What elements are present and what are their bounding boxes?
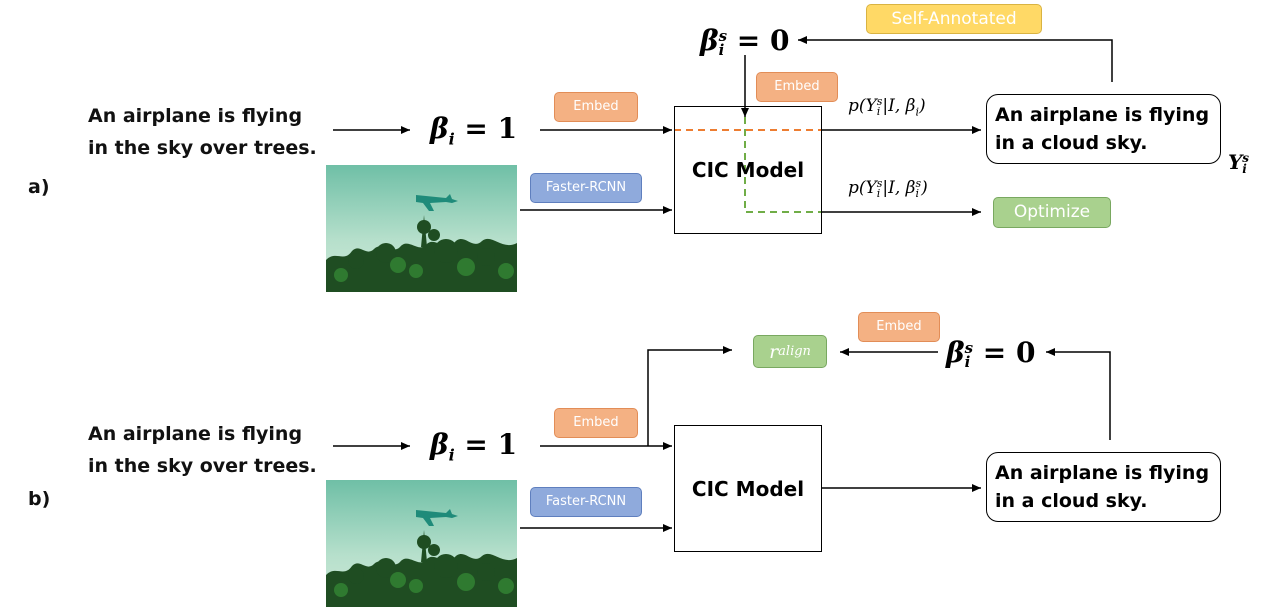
beta-s-sub: i [718, 40, 725, 59]
beta-s-symbol: β [700, 24, 719, 57]
r-align-symbol: r [769, 340, 779, 363]
prob-bottom-sup: s [876, 176, 883, 190]
beta-input-b: βi = 1 [430, 428, 517, 465]
input-caption-line1: An airplane is flying [88, 105, 303, 127]
prob-bottom-rest-sub: i [915, 186, 920, 200]
prob-top-sup: s [876, 94, 883, 108]
beta-subscript: i [448, 129, 455, 149]
beta-symbol: β [430, 428, 449, 461]
output-caption-box-b: An airplane is flying in a cloud sky. [986, 452, 1221, 522]
prob-top-rest: |I, β [882, 96, 916, 116]
beta-symbol: β [430, 112, 449, 145]
faster-rcnn-tag-a: Faster-RCNN [530, 173, 642, 203]
prob-top-close: ) [919, 96, 926, 116]
beta-s-symbol: β [946, 336, 965, 369]
prob-bottom-head: p(Y [848, 178, 877, 198]
y-sub: i [1242, 161, 1247, 176]
beta-s-value: = 0 [982, 336, 1036, 369]
airplane-over-trees-photo [326, 480, 517, 607]
embed-tag-a2: Embed [756, 72, 838, 102]
beta-s-sub: i [964, 352, 971, 371]
arrow-output-to-beta-s-a [798, 36, 1113, 82]
beta-s-sup: s [964, 338, 974, 357]
prob-top-head: p(Y [848, 96, 877, 116]
input-image-b [326, 480, 517, 607]
output-caption-line2: in a cloud sky. [995, 132, 1148, 154]
faster-rcnn-tag-b: Faster-RCNN [530, 487, 642, 517]
prob-top-rest-sub: i [915, 105, 920, 119]
beta-input-a: βi = 1 [430, 112, 517, 149]
embed-tag-b: Embed [554, 408, 638, 438]
beta-subscript: i [448, 445, 455, 465]
output-caption-line1: An airplane is flying [995, 104, 1210, 126]
input-image-a [326, 165, 517, 292]
cic-model-box-b: CIC Model [674, 425, 822, 552]
output-caption-line2: in a cloud sky. [995, 490, 1148, 512]
cic-model-box-a: CIC Model [674, 106, 822, 234]
beta-s-value: = 0 [736, 24, 790, 57]
prob-bottom-close: ) [921, 178, 928, 198]
prob-top-sub: i [876, 104, 881, 118]
output-caption-line1: An airplane is flying [995, 462, 1210, 484]
embed-tag-b2: Embed [858, 312, 940, 342]
beta-value: = 1 [464, 112, 518, 145]
panel-a-label: a) [28, 176, 50, 198]
dashed-green-path-a [744, 117, 822, 213]
output-caption-box-a: An airplane is flying in a cloud sky. [986, 94, 1221, 164]
input-caption-line1: An airplane is flying [88, 423, 303, 445]
input-caption-line2: in the sky over trees. [88, 137, 317, 159]
arrow-beta-to-reward-b [647, 346, 732, 446]
airplane-over-trees-photo [326, 165, 517, 292]
y-head: Y [1228, 150, 1243, 174]
input-caption-b: An airplane is flying in the sky over tr… [88, 418, 317, 482]
beta-s-sup: s [718, 26, 728, 45]
self-annotated-tag: Self-Annotated [866, 4, 1042, 34]
panel-b-label: b) [28, 488, 51, 510]
optimize-tag: Optimize [993, 197, 1111, 228]
input-caption-a: An airplane is flying in the sky over tr… [88, 100, 317, 164]
arrow-output-to-beta-s-b [1046, 348, 1111, 440]
input-caption-line2: in the sky over trees. [88, 455, 317, 477]
beta-value: = 1 [464, 428, 518, 461]
y-sup: s [1242, 150, 1250, 165]
prob-bottom-rest-sup: s [915, 176, 922, 190]
r-align-subscript: align [778, 344, 811, 359]
prob-bottom-rest: |I, β [882, 178, 916, 198]
prob-bottom-sub: i [876, 186, 881, 200]
embed-tag-a: Embed [554, 92, 638, 122]
